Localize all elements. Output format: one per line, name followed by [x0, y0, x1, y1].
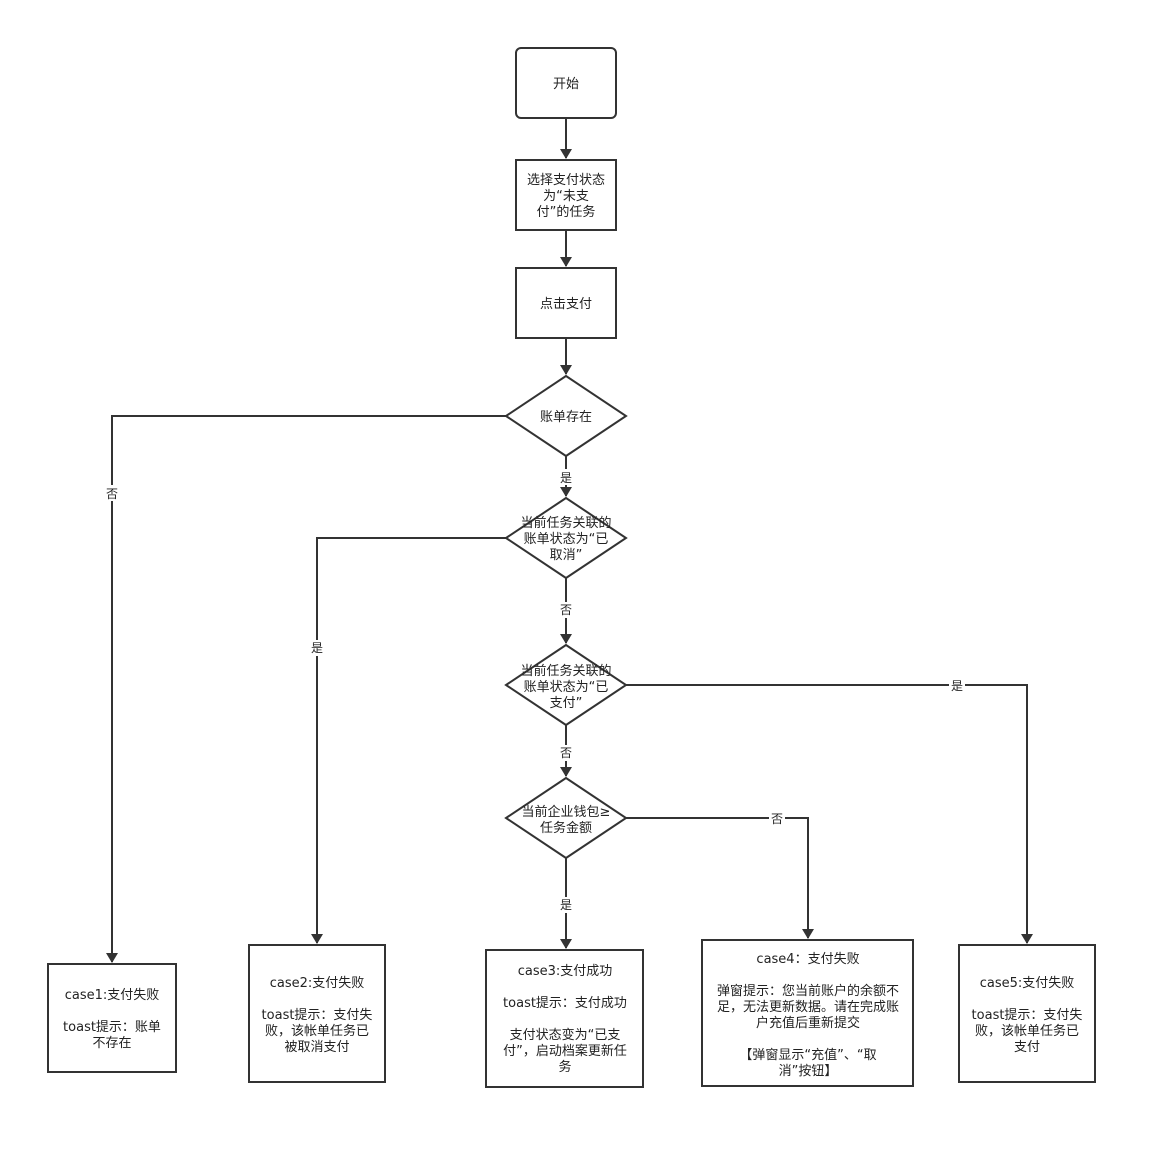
node-label-line: 足，无法更新数据。请在完成账 [717, 999, 899, 1015]
node-label-line: 账单存在 [540, 410, 592, 425]
node-label-line: 付”，启动档案更新任 [503, 1043, 627, 1059]
bill-cancelled-decision [504, 496, 628, 580]
node-label-line: 取消” [550, 548, 583, 563]
node-label-line: 【弹窗显示“充值”、“取 [739, 1047, 876, 1063]
node-label-line: 账单状态为“已 [524, 532, 609, 547]
shapes [47, 47, 1096, 1088]
edge-cancelled-yes [311, 537, 506, 944]
node-label-line: 务 [558, 1059, 571, 1075]
edge-label-paid-yes: 是 [951, 679, 963, 693]
wallet-check-label: 当前企业钱包≥任务金额 [522, 804, 611, 836]
node-label-line: 选择支付状态 [527, 173, 605, 188]
node-label-line: 不存在 [92, 1036, 131, 1051]
edge-paid-yes [626, 684, 1033, 944]
case5-node [958, 944, 1096, 1083]
node-label-line: toast提示：账单 [63, 1019, 161, 1035]
case2-node [248, 944, 386, 1083]
select-task-node [515, 159, 617, 231]
bill-paid-decision [504, 643, 628, 727]
case4-label: case4：支付失败弹窗提示：您当前账户的余额不足，无法更新数据。请在完成账户充… [717, 952, 899, 1079]
case4-node [701, 939, 914, 1087]
node-label-line: 账单状态为“已 [524, 680, 609, 695]
edges [106, 118, 1033, 963]
bill-exists-label: 账单存在 [540, 410, 592, 425]
edge-label-wallet-yes: 是 [560, 898, 572, 912]
start-label: 开始 [553, 77, 579, 92]
case1-node [47, 963, 177, 1073]
edge-label-paid-no: 否 [560, 746, 572, 760]
node-label-line: 点击支付 [540, 297, 592, 312]
node-label-line: 付”的任务 [537, 204, 596, 220]
case3-label: case3:支付成功 toast提示：支付成功支付状态变为“已支付”，启动档案更新… [503, 964, 627, 1075]
node-label-line: toast提示：支付失 [972, 1007, 1083, 1023]
edge-bill-exists-no [106, 415, 506, 963]
node-label-line: toast提示：支付成功 [503, 995, 627, 1011]
bill-paid-label: 当前任务关联的账单状态为“已支付” [520, 663, 611, 711]
bill-cancelled-label: 当前任务关联的账单状态为“已取消” [520, 515, 611, 563]
start-node [515, 47, 617, 119]
node-label-line: 开始 [553, 77, 579, 92]
node-label-line: 为“未支 [543, 189, 589, 204]
edge-label-wallet-no: 否 [771, 812, 783, 826]
edge-wallet-no [626, 817, 814, 939]
node-label-line: 当前任务关联的 [520, 663, 611, 679]
edge-label-bill-exists-no: 否 [106, 487, 118, 501]
case1-label: case1:支付失败 toast提示：账单不存在 [63, 988, 161, 1051]
edge-label-cancelled-yes: 是 [311, 641, 323, 655]
node-label-line: case1:支付失败 [65, 988, 160, 1003]
wallet-check-decision [504, 776, 628, 860]
node-labels: 开始 选择支付状态为“未支付”的任务 点击支付 账单存在 当前任务关联的账单状态… [63, 77, 1082, 1079]
node-label-line: toast提示：支付失 [262, 1007, 373, 1023]
case5-label: case5:支付失败 toast提示：支付失败，该帐单任务已支付 [972, 976, 1083, 1055]
node-label-line: case4：支付失败 [756, 952, 859, 967]
edge-labels: 否 是 是 否 是 否 否 是 [104, 469, 965, 913]
click-pay-label: 点击支付 [540, 297, 592, 312]
node-label-line: 败，该帐单任务已 [975, 1023, 1079, 1039]
node-label-line: 被取消支付 [284, 1040, 349, 1055]
bill-exists-decision [504, 374, 628, 458]
node-label-line: 当前任务关联的 [520, 515, 611, 531]
node-label-line: 败，该帐单任务已 [265, 1023, 369, 1039]
node-label-line: 当前企业钱包≥ [522, 804, 611, 820]
node-label-line: case3:支付成功 [518, 964, 613, 979]
click-pay-node [515, 267, 617, 339]
node-label-line: 户充值后重新提交 [756, 1015, 860, 1031]
node-label-line: case5:支付失败 [980, 976, 1075, 991]
node-label-line: 支付” [550, 696, 583, 711]
case3-node [485, 949, 644, 1088]
select-task-label: 选择支付状态为“未支付”的任务 [527, 173, 605, 220]
node-label-line: 消”按钮】 [779, 1064, 838, 1079]
edge-label-cancelled-no: 否 [560, 603, 572, 617]
edge-label-bill-exists-yes: 是 [560, 471, 572, 485]
node-label-line: 支付状态变为“已支 [510, 1027, 621, 1043]
case2-label: case2:支付失败 toast提示：支付失败，该帐单任务已被取消支付 [262, 976, 373, 1055]
node-label-line: 弹窗提示：您当前账户的余额不 [717, 983, 899, 999]
node-label-line: 任务金额 [540, 820, 592, 836]
node-label-line: 支付 [1014, 1040, 1040, 1055]
node-label-line: case2:支付失败 [270, 976, 365, 991]
